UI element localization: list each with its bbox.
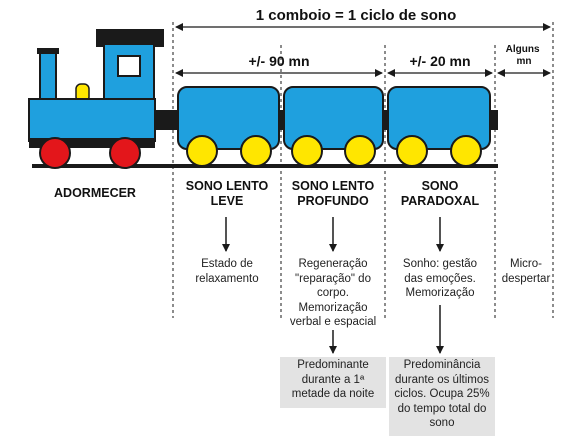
- stage-deep-sleep: SONO LENTO PROFUNDO: [291, 179, 375, 208]
- cycle-title: 1 comboio = 1 ciclo de sono: [256, 7, 456, 24]
- paradoxal-duration-label: +/- 20 mn: [409, 53, 470, 69]
- cab-roof: [96, 29, 164, 47]
- chimney: [39, 51, 57, 105]
- coupler-4: [488, 110, 498, 130]
- desc-light-sleep: Estado de relaxamento: [195, 258, 259, 285]
- rail: [32, 164, 498, 168]
- stage-adormecer: ADORMECER: [54, 186, 136, 200]
- phase-separators: [172, 22, 554, 318]
- wagon-light-sleep: [177, 86, 280, 167]
- yellow-wheel: [450, 135, 482, 167]
- yellow-wheel: [186, 135, 218, 167]
- wagon-deep-sleep: [283, 86, 384, 167]
- micro-duration-label: Alguns mn: [506, 44, 543, 67]
- stage-light-sleep: SONO LENTO LEVE: [185, 179, 269, 208]
- cab-window: [117, 55, 141, 77]
- note-deep-sleep: Predominante durante a 1ª metade da noit…: [280, 357, 386, 408]
- yellow-wheel: [396, 135, 428, 167]
- red-wheel-front: [39, 137, 71, 169]
- yellow-wheel: [344, 135, 376, 167]
- yellow-wheel: [291, 135, 323, 167]
- desc-paradoxal-sleep: Sonho: gestão das emoções. Memorização: [402, 258, 478, 299]
- wagon-paradoxal-sleep: [387, 86, 491, 167]
- loco-base: [29, 138, 155, 148]
- yellow-wheel: [240, 135, 272, 167]
- desc-deep-sleep: Regeneração "reparação" do corpo. Memori…: [289, 258, 377, 328]
- loco-body: [28, 98, 156, 142]
- slow-duration-label: +/- 90 mn: [248, 53, 309, 69]
- coupler-1: [155, 110, 179, 130]
- locomotive: [28, 29, 164, 169]
- red-wheel-back: [109, 137, 141, 169]
- stage-paradoxal-sleep: SONO PARADOXAL: [400, 179, 480, 208]
- desc-micro-awakening: Micro- despertar: [501, 258, 551, 285]
- chimney-top: [37, 48, 59, 54]
- note-paradoxal-sleep: Predominância durante os últimos ciclos.…: [389, 357, 495, 436]
